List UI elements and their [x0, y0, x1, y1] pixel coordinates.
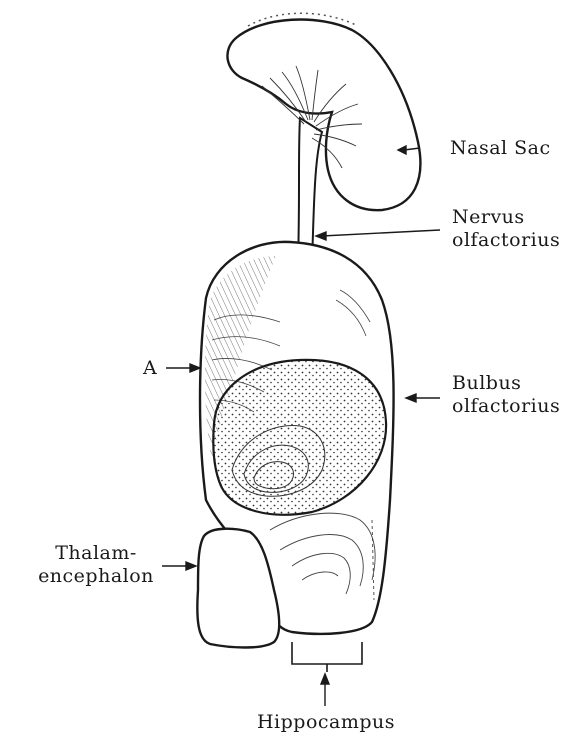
hippocampus-bracket: [290, 642, 362, 672]
label-nasal-sac: Nasal Sac: [450, 137, 551, 160]
label-thalam-line1: Thalam-: [36, 542, 156, 565]
label-thalamencephalon: Thalam- encephalon: [36, 542, 156, 588]
label-thalam-line2: encephalon: [36, 565, 156, 588]
label-hippocampus: Hippocampus: [226, 711, 426, 734]
label-nervus-line1: Nervus: [452, 206, 560, 229]
label-nervus-olfactorius: Nervus olfactorius: [452, 206, 560, 252]
label-nervus-line2: olfactorius: [452, 229, 560, 252]
label-bulbus-line2: olfactorius: [452, 395, 560, 418]
label-hippocampus-text: Hippocampus: [226, 711, 426, 734]
label-a-text: A: [143, 357, 157, 380]
nasal-sac-shape: [227, 20, 420, 211]
label-a-marker: A: [143, 357, 157, 380]
label-nasal-sac-text: Nasal Sac: [450, 137, 551, 160]
label-bulbus-olfactorius: Bulbus olfactorius: [452, 372, 560, 418]
label-bulbus-line1: Bulbus: [452, 372, 560, 395]
